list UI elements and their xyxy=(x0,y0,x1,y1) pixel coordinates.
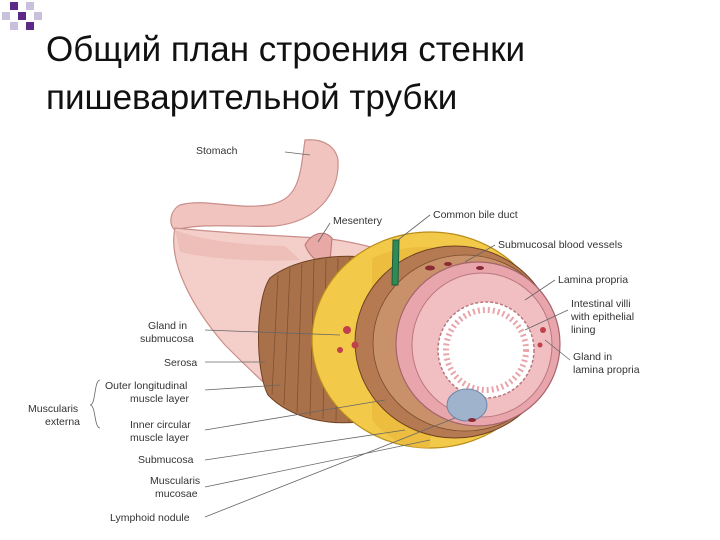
label-gland-lamina-2: lamina propria xyxy=(573,364,640,376)
label-lamina-propria: Lamina propria xyxy=(558,274,628,286)
label-muscularis-externa-1: Muscularis xyxy=(28,403,78,415)
label-common-bile-duct: Common bile duct xyxy=(433,209,518,221)
label-serosa: Serosa xyxy=(164,357,197,369)
label-gland-submucosa-2: submucosa xyxy=(140,333,194,345)
common-bile-duct-shape xyxy=(391,239,400,286)
label-intestinal-villi-3: lining xyxy=(571,324,596,336)
label-outer-longitudinal-2: muscle layer xyxy=(130,393,189,405)
label-muscularis-externa-2: externa xyxy=(45,416,80,428)
corner-decoration xyxy=(0,0,48,40)
label-muscularis-mucosae-2: mucosae xyxy=(155,488,198,500)
label-gland-submucosa-1: Gland in xyxy=(148,320,187,332)
label-stomach: Stomach xyxy=(196,145,238,157)
lymphoid-nodule-shape xyxy=(446,388,488,422)
label-outer-longitudinal-1: Outer longitudinal xyxy=(105,380,187,392)
label-submucosal-blood-vessels: Submucosal blood vessels xyxy=(498,239,622,251)
label-lymphoid-nodule: Lymphoid nodule xyxy=(110,512,190,524)
label-muscularis-mucosae-1: Muscularis xyxy=(150,475,200,487)
intestinal-lumen xyxy=(437,301,535,399)
label-inner-circular-1: Inner circular xyxy=(130,419,191,431)
label-submucosa: Submucosa xyxy=(138,454,194,466)
mesentery-shape xyxy=(304,232,333,264)
label-inner-circular-2: muscle layer xyxy=(130,432,189,444)
label-mesentery: Mesentery xyxy=(333,215,383,227)
label-intestinal-villi-2: with epithelial xyxy=(570,311,634,323)
slide-title: Общий план строения стенки пишеварительн… xyxy=(46,30,526,117)
label-intestinal-villi-1: Intestinal villi xyxy=(571,298,631,310)
label-gland-lamina-1: Gland in xyxy=(573,351,612,363)
